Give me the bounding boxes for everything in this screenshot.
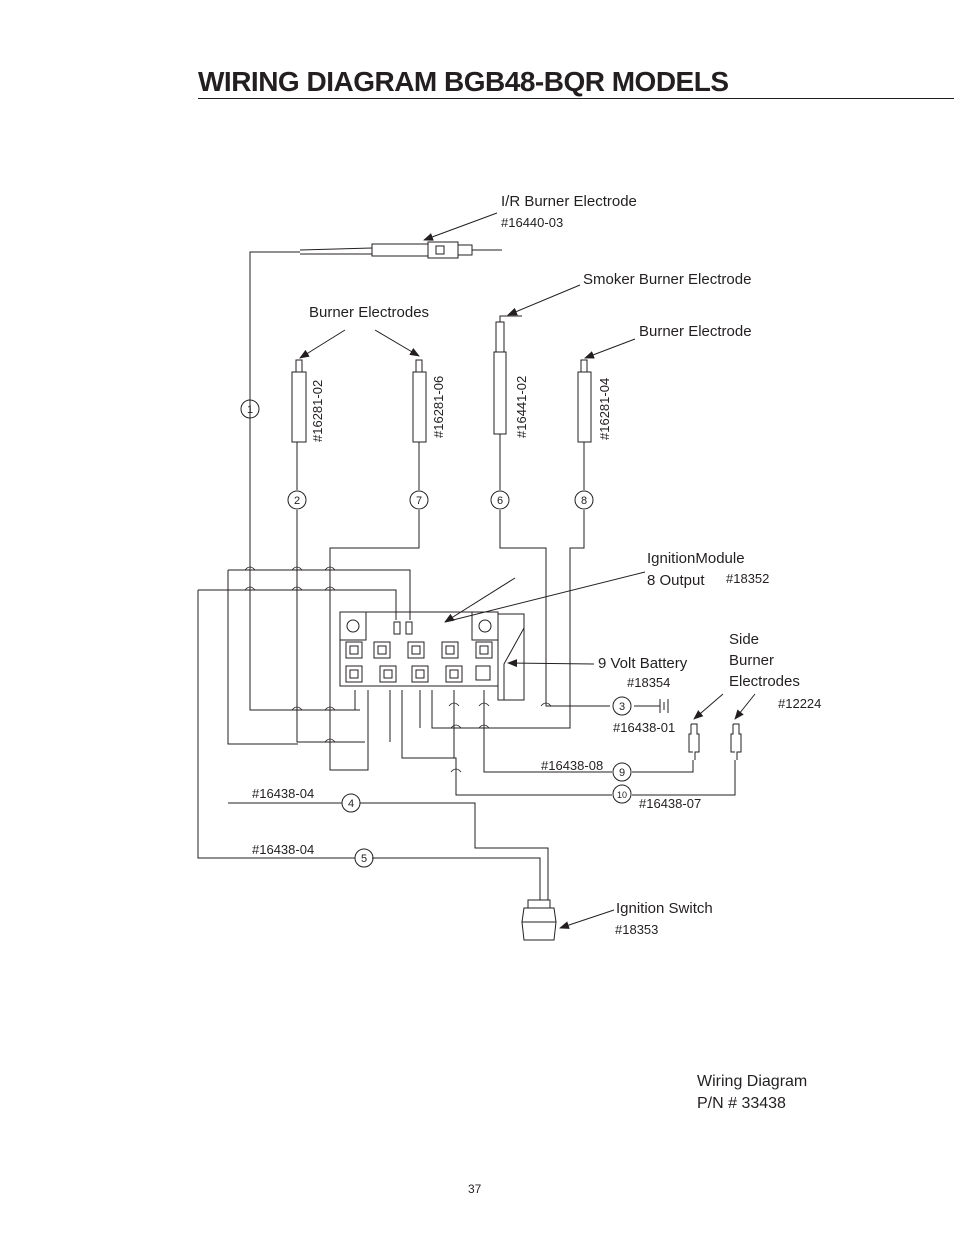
wires <box>197 251 736 900</box>
svg-text:5: 5 <box>361 853 367 865</box>
battery-pn: #18354 <box>627 675 671 690</box>
page-number: 37 <box>468 1182 482 1196</box>
ignition-module-pn: #18352 <box>726 571 770 586</box>
svg-text:1: 1 <box>247 404 253 416</box>
ignition-switch <box>521 899 557 941</box>
wire-16438-04-label-b: #16438-04 <box>252 842 315 857</box>
side-burner-electrodes <box>688 723 742 760</box>
page-title: WIRING DIAGRAM BGB48-BQR MODELS <box>198 66 729 97</box>
svg-text:3: 3 <box>619 701 625 713</box>
pn-16281-06: #16281-06 <box>431 375 446 438</box>
title-rule <box>198 98 954 99</box>
footer-line-1: Wiring Diagram <box>697 1073 808 1090</box>
smoker-burner-electrode-label: Smoker Burner Electrode <box>583 271 752 288</box>
arrow-side-2 <box>734 693 756 720</box>
svg-text:7: 7 <box>416 495 422 507</box>
battery-9v <box>497 613 669 713</box>
smoker-electrode-16441-02 <box>493 315 522 490</box>
side-burner-label: Burner <box>729 652 775 669</box>
side-electrodes-label: Electrodes <box>729 673 800 690</box>
pn-16281-02: #16281-02 <box>310 379 325 442</box>
footer-caption: Wiring Diagram P/N # 33438 <box>697 1071 807 1115</box>
wire-number-7: 7 <box>409 490 429 510</box>
burner-electrode-16281-02 <box>291 359 307 490</box>
arrow-ir <box>423 212 498 241</box>
arrow-burner-left <box>299 329 346 359</box>
arrow-side-1 <box>693 693 724 720</box>
wire-number-5: 5 <box>354 848 374 868</box>
wire-number-2: 2 <box>287 490 307 510</box>
wire-16438-07-label: #16438-07 <box>639 796 702 811</box>
wire-16438-01-label: #16438-01 <box>613 720 676 735</box>
arrow-module <box>444 571 646 623</box>
wire-number-6: 6 <box>490 490 510 510</box>
ir-burner-electrode-label: I/R Burner Electrode <box>501 193 637 210</box>
arrow-switch <box>559 909 615 929</box>
wire-number-9: 9 <box>612 762 632 782</box>
svg-text:6: 6 <box>497 495 503 507</box>
ignition-module-output-label: 8 Output <box>647 572 705 589</box>
ignition-switch-label: Ignition Switch <box>616 900 713 917</box>
svg-text:4: 4 <box>348 798 354 810</box>
footer-line-2: P/N # 33438 <box>697 1095 786 1112</box>
burner-electrode-16281-06 <box>412 359 427 490</box>
svg-text:8: 8 <box>581 495 587 507</box>
pn-16281-04: #16281-04 <box>597 377 612 440</box>
ignition-module <box>339 611 499 687</box>
svg-text:2: 2 <box>294 495 300 507</box>
svg-text:9: 9 <box>619 767 625 779</box>
side-electrodes-pn: #12224 <box>778 696 822 711</box>
arrow-smoker <box>507 284 581 316</box>
arrow-battery <box>507 659 595 668</box>
wire-16438-08-label: #16438-08 <box>541 758 604 773</box>
wire-16438-04-label-a: #16438-04 <box>252 786 315 801</box>
module-terminals-top <box>345 641 493 659</box>
wire-number-1: 1 <box>240 399 260 419</box>
ignition-switch-pn: #18353 <box>615 922 659 937</box>
wire-number-3: 3 <box>612 696 632 716</box>
wire-number-10: 10 <box>612 784 632 804</box>
ignition-module-label: IgnitionModule <box>647 550 745 567</box>
svg-text:10: 10 <box>617 790 627 800</box>
burner-electrode-label: Burner Electrode <box>639 323 752 340</box>
ir-burner-electrode <box>250 241 502 259</box>
burner-electrodes-label: Burner Electrodes <box>309 304 430 321</box>
wire-number-4: 4 <box>341 793 361 813</box>
pn-16441-02: #16441-02 <box>514 375 529 438</box>
side-label: Side <box>729 631 760 648</box>
arrow-burner-right <box>374 329 420 357</box>
arrow-burner-electrode <box>584 338 636 359</box>
module-terminals-bottom <box>345 665 491 683</box>
ir-burner-electrode-pn: #16440-03 <box>501 215 564 230</box>
burner-electrode-16281-04 <box>577 359 592 490</box>
battery-label: 9 Volt Battery <box>598 655 688 672</box>
wire-number-8: 8 <box>574 490 594 510</box>
